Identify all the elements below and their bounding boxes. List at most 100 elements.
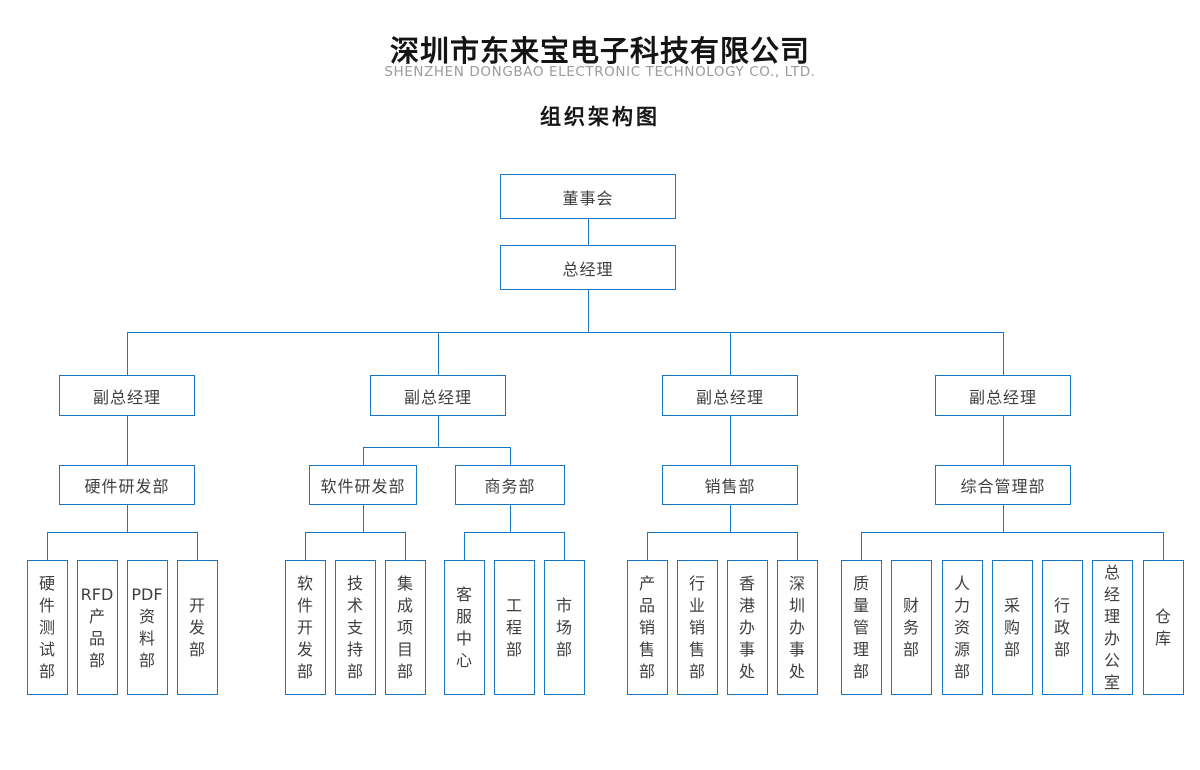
team-box: 市场部: [543, 560, 585, 695]
connector-hline: [363, 447, 510, 448]
connector-vline: [1003, 416, 1004, 465]
connector-vline: [464, 532, 465, 560]
team-box: 硬件测试部: [26, 560, 68, 695]
team-label-char: 件: [296, 595, 313, 615]
team-label-char: 办: [1103, 628, 1120, 648]
team-label-char: 总: [1103, 562, 1120, 582]
connector-vline: [510, 505, 511, 532]
team-label-char: RFD: [80, 584, 114, 604]
team-label-char: 库: [1154, 628, 1171, 648]
connector-vline: [363, 447, 364, 465]
company-name-en: SHENZHEN DONGBAO ELECTRONIC TECHNOLOGY C…: [384, 64, 816, 80]
connector-vline: [197, 532, 198, 560]
team-label-char: 部: [902, 639, 919, 659]
team-box: 集成项目部: [384, 560, 426, 695]
team-label-char: 开: [296, 617, 313, 637]
team-box: 质量管理部: [840, 560, 882, 695]
company-name-zh: 深圳市东来宝电子科技有限公司: [389, 34, 810, 68]
team-label-char: 部: [188, 639, 205, 659]
team-label-char: 销: [638, 617, 655, 637]
team-label-char: 部: [1003, 639, 1020, 659]
team-label-char: 成: [396, 595, 413, 615]
connector-hline: [47, 532, 197, 533]
connector-vline: [1163, 532, 1164, 560]
team-label-char: 理: [852, 639, 869, 659]
team-label-char: 持: [346, 639, 363, 659]
team-label-char: 务: [902, 617, 919, 637]
team-box: 行业销售部: [676, 560, 718, 695]
team-label-char: 发: [188, 617, 205, 637]
team-label-char: 事: [788, 639, 805, 659]
team-label-char: 部: [953, 661, 970, 681]
vp-box: 副总经理: [662, 375, 798, 416]
team-label-char: 部: [38, 661, 55, 681]
team-label-char: 目: [396, 639, 413, 659]
team-label-char: 开: [188, 595, 205, 615]
team-label-char: 销: [688, 617, 705, 637]
team-label-char: 理: [1103, 606, 1120, 626]
team-label-char: 办: [738, 617, 755, 637]
team-label-char: 品: [88, 628, 105, 648]
team-label-char: 财: [902, 595, 919, 615]
team-label-char: 中: [455, 628, 472, 648]
team-label-char: 圳: [788, 595, 805, 615]
team-label-char: 硬: [38, 573, 55, 593]
connector-vline: [510, 447, 511, 465]
team-label-char: 部: [88, 650, 105, 670]
vp-box: 副总经理: [59, 375, 195, 416]
connector-vline: [730, 416, 731, 465]
team-box: 总经理办公室: [1091, 560, 1133, 695]
dept-box: 综合管理部: [935, 465, 1071, 505]
board-box: 董事会: [500, 174, 676, 219]
team-label-char: 产: [638, 573, 655, 593]
connector-vline: [438, 332, 439, 375]
connector-vline: [127, 505, 128, 532]
team-label-char: 部: [505, 639, 522, 659]
team-label-char: 管: [852, 617, 869, 637]
team-label-char: 支: [346, 617, 363, 637]
connector-vline: [47, 532, 48, 560]
gm-box: 总经理: [500, 245, 676, 290]
team-label-char: 室: [1103, 672, 1120, 692]
connector-hline: [464, 532, 564, 533]
team-box: 产品销售部: [626, 560, 668, 695]
connector-vline: [1003, 505, 1004, 532]
team-label-char: 资: [138, 606, 155, 626]
dept-box: 商务部: [455, 465, 565, 505]
connector-vline: [438, 416, 439, 447]
team-label-char: 部: [688, 661, 705, 681]
team-box: 软件开发部: [284, 560, 326, 695]
team-box: 人力资源部: [941, 560, 983, 695]
team-label-char: 处: [788, 661, 805, 681]
connector-hline: [647, 532, 797, 533]
connector-hline: [305, 532, 405, 533]
team-label-char: 工: [505, 595, 522, 615]
team-box: 客服中心: [443, 560, 485, 695]
team-label-char: 深: [788, 573, 805, 593]
team-label-char: 软: [296, 573, 313, 593]
team-label-char: 术: [346, 595, 363, 615]
team-label-char: 采: [1003, 595, 1020, 615]
connector-vline: [797, 532, 798, 560]
team-label-char: 部: [852, 661, 869, 681]
team-box: 技术支持部: [334, 560, 376, 695]
connector-vline: [1003, 332, 1004, 375]
team-label-char: 部: [1053, 639, 1070, 659]
team-label-char: 公: [1103, 650, 1120, 670]
team-label-char: 部: [638, 661, 655, 681]
connector-vline: [127, 416, 128, 465]
team-box: 财务部: [890, 560, 932, 695]
connector-vline: [861, 532, 862, 560]
team-label-char: 服: [455, 606, 472, 626]
team-label-char: 源: [953, 639, 970, 659]
team-label-char: 人: [953, 573, 970, 593]
team-label-char: 测: [38, 617, 55, 637]
connector-vline: [405, 532, 406, 560]
connector-vline: [305, 532, 306, 560]
team-label-char: 香: [738, 573, 755, 593]
chart-title: 组织架构图: [540, 105, 660, 129]
team-label-char: 政: [1053, 617, 1070, 637]
team-label-char: 部: [396, 661, 413, 681]
team-label-char: 部: [346, 661, 363, 681]
